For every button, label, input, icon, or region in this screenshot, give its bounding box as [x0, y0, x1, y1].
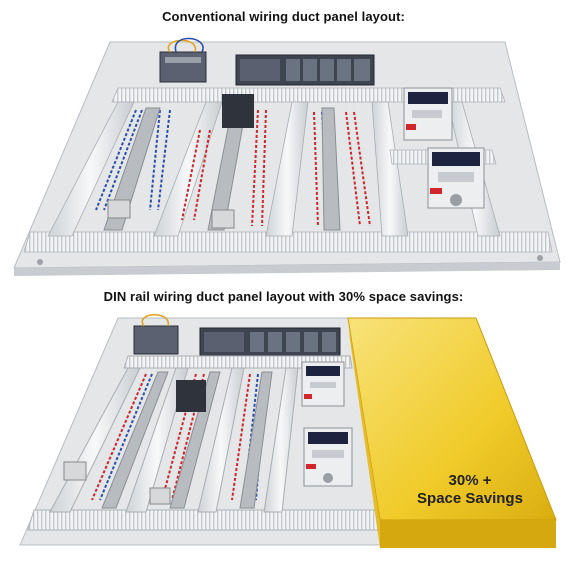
terminal-blocks [63, 371, 273, 509]
din-rail-panel [19, 314, 557, 548]
vfd-drive-lower [427, 147, 485, 209]
savings-percent-line: 30% + [448, 472, 492, 489]
network-switch [159, 37, 207, 83]
plc-rack [199, 327, 341, 357]
heading-conventional-layout: Conventional wiring duct panel layout: [162, 9, 405, 24]
vfd-drive-lower [303, 427, 353, 487]
top-duct [123, 355, 353, 369]
plc-rack [235, 54, 375, 86]
bottom-duct [23, 231, 553, 253]
space-savings-label: 30% + Space Savings [400, 472, 540, 508]
conventional-panel [13, 37, 561, 276]
vfd-drive-upper [403, 87, 453, 141]
network-switch [133, 314, 179, 355]
bottom-duct [27, 509, 383, 531]
space-savings-block [347, 317, 557, 548]
terminal-blocks [103, 94, 341, 231]
vfd-drive-upper [301, 361, 345, 407]
savings-caption-line: Space Savings [417, 490, 523, 507]
heading-din-rail-layout: DIN rail wiring duct panel layout with 3… [103, 289, 464, 304]
